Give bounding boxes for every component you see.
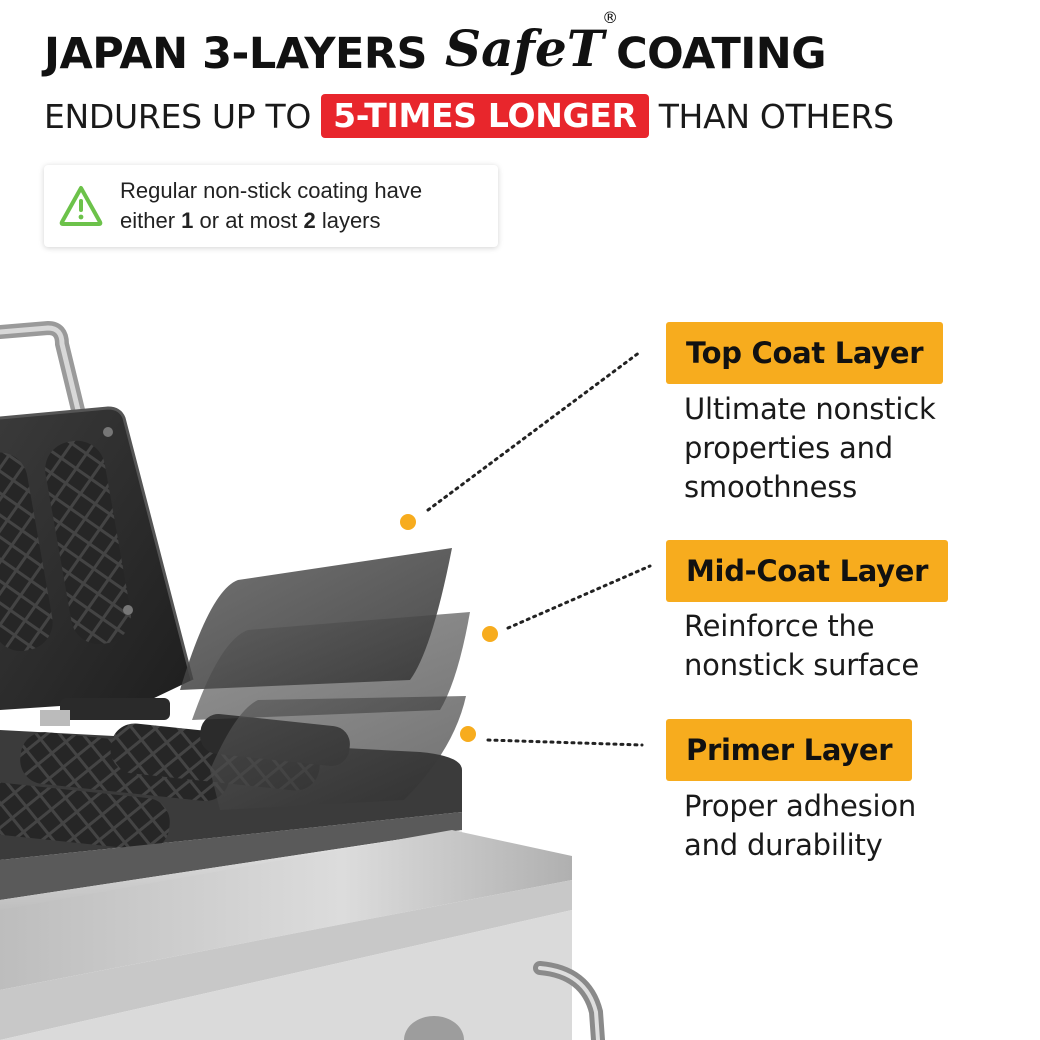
headline-prefix: JAPAN 3-LAYERS [44, 29, 428, 79]
warning-triangle-icon [59, 186, 103, 226]
headline-suffix: COATING [616, 29, 827, 79]
drip-tray [0, 830, 572, 990]
primer-tag: Primer Layer [666, 719, 913, 781]
notice-card: Regular non-stick coating have either 1 … [44, 165, 498, 247]
brand-name: SafeT [445, 19, 605, 78]
mid-coat-description: Reinforce the nonstick surface [684, 609, 919, 682]
subheadline: ENDURES UP TO 5-TIMES LONGER THAN OTHERS [44, 94, 894, 138]
callout-dot-top [400, 514, 416, 530]
highlight-badge: 5-TIMES LONGER [321, 94, 649, 138]
notice-text: Regular non-stick coating have either 1 … [120, 176, 422, 236]
callout-dot-mid [482, 626, 498, 642]
primer-sheet [210, 696, 466, 810]
notice-line-2: either 1 or at most 2 layers [120, 208, 381, 233]
mid-coat-sheet [192, 612, 470, 720]
hinge [60, 698, 170, 720]
brand-logo: SafeT ® [445, 10, 618, 74]
notice-line-1: Regular non-stick coating have [120, 178, 423, 203]
mid-coat-tag: Mid-Coat Layer [666, 540, 949, 602]
control-knob [404, 1016, 464, 1040]
headline: JAPAN 3-LAYERS SafeT ® COATING [44, 10, 827, 79]
callout-dot-primer [460, 726, 476, 742]
subline-before: ENDURES UP TO [44, 96, 312, 136]
waffle-machine-illustration [0, 320, 605, 1040]
top-coat-tag: Top Coat Layer [666, 322, 944, 384]
registered-mark: ® [602, 8, 619, 27]
top-coat-description: Ultimate nonstick properties and smoothn… [684, 392, 936, 504]
subline-after: THAN OTHERS [658, 96, 894, 136]
primer-description: Proper adhesion and durability [684, 789, 917, 862]
